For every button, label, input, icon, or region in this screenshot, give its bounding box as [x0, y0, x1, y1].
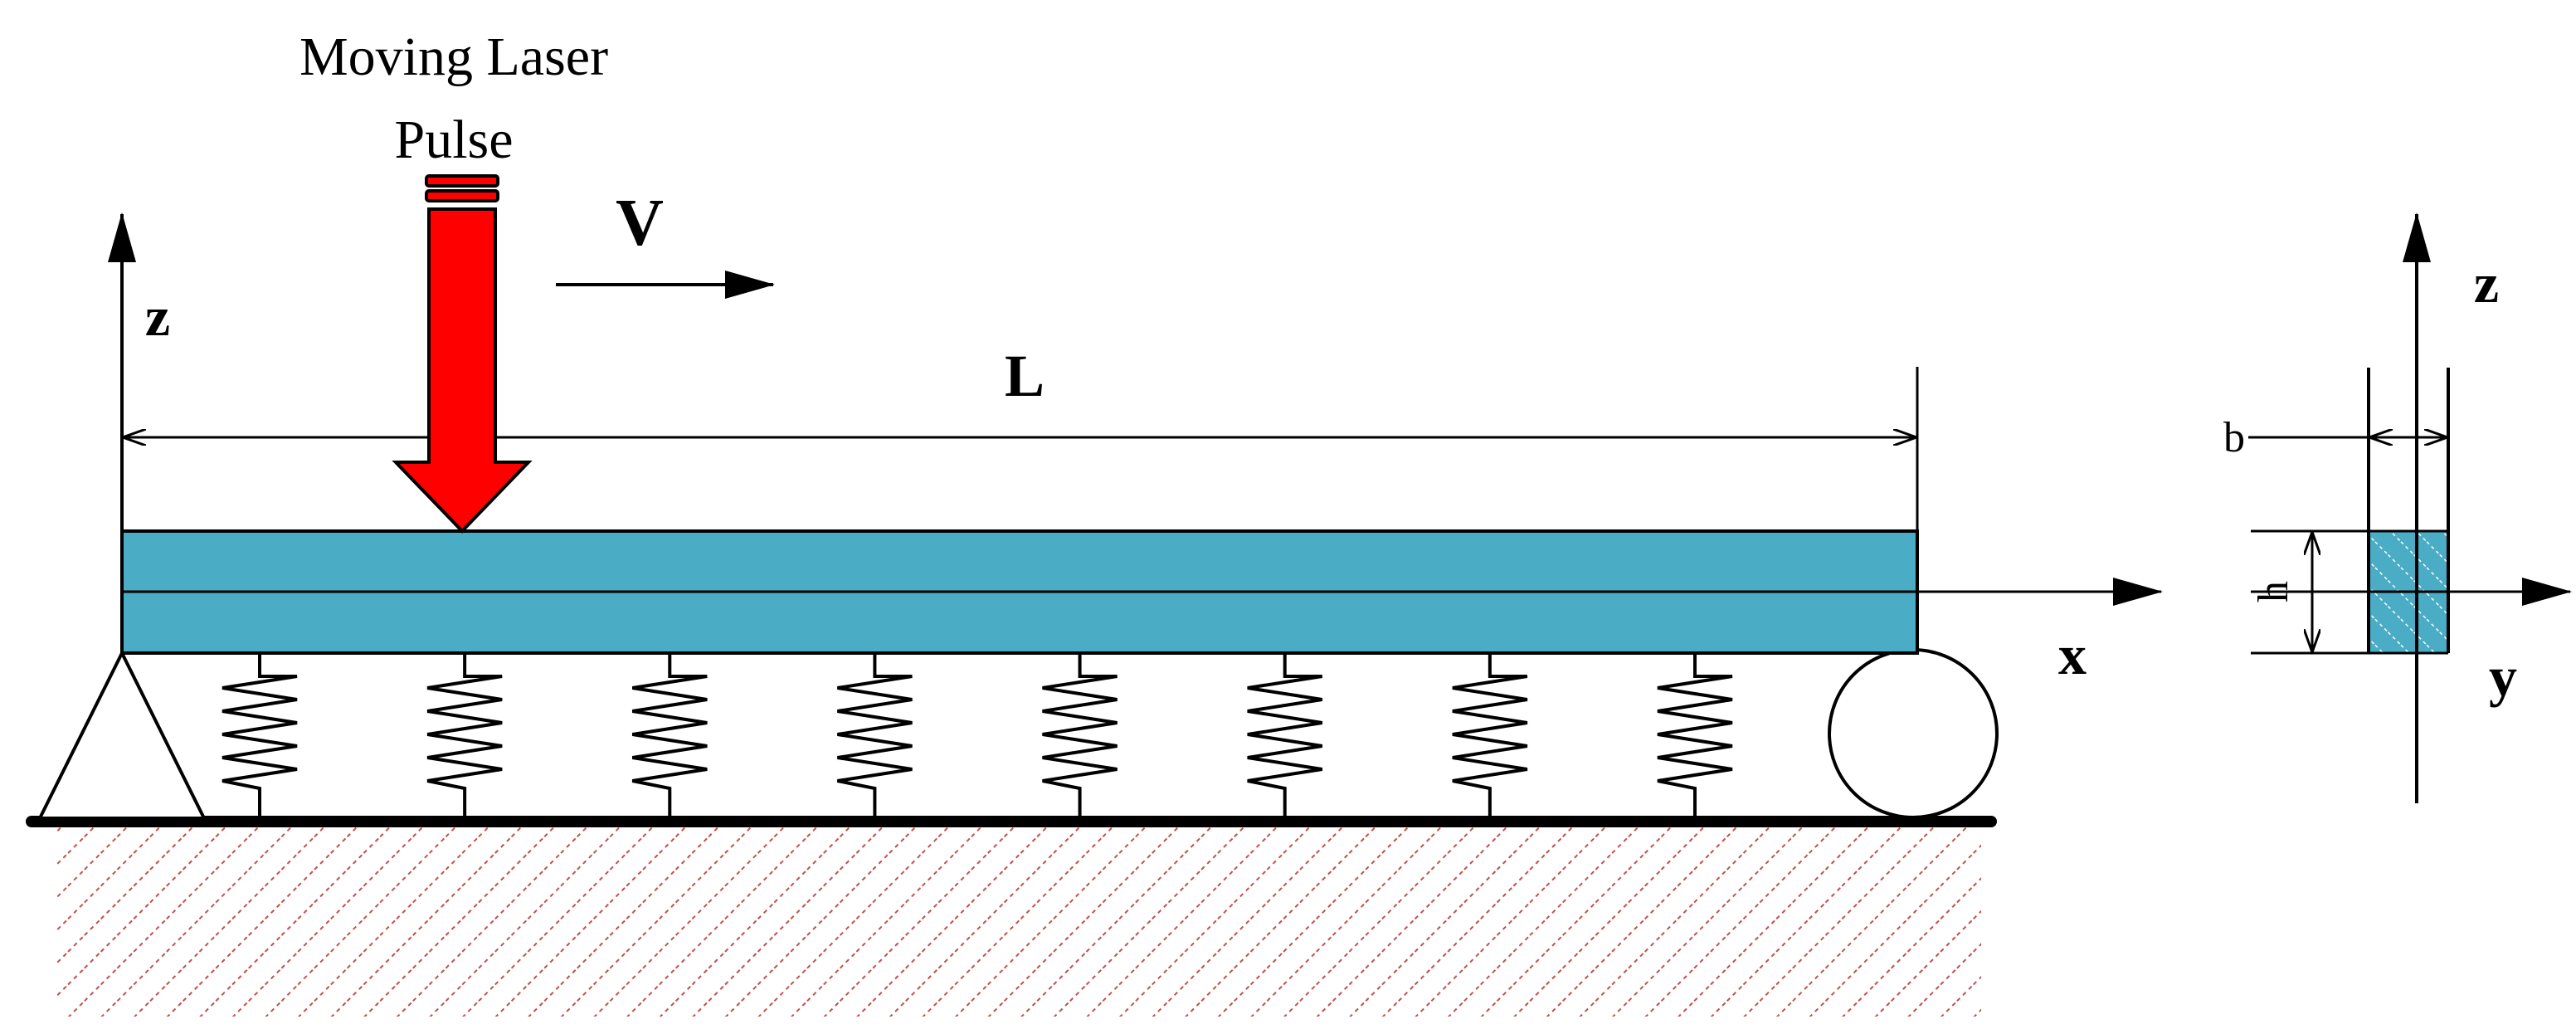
width-label: b — [2223, 414, 2245, 461]
spring — [222, 653, 298, 817]
roller-support — [1828, 648, 1999, 819]
spring — [1452, 653, 1528, 817]
x-axis-label: x — [2058, 623, 2087, 686]
elastic-foundation — [222, 653, 1733, 817]
ground-hatch — [56, 826, 1981, 1017]
laser-pulse — [392, 174, 533, 534]
z-axis-label: z — [145, 285, 170, 348]
spring — [1042, 653, 1118, 817]
height-label: h — [2250, 581, 2297, 602]
laser-cap-top — [425, 174, 499, 188]
laser-cap-middle — [425, 189, 499, 202]
laser-arrow — [392, 207, 533, 534]
cross-section: b h z y — [2223, 212, 2572, 803]
spring — [631, 653, 708, 817]
spring — [837, 653, 913, 817]
pin-support — [37, 649, 207, 820]
cross-section-y-label: y — [2489, 645, 2517, 708]
length-label: L — [1005, 343, 1045, 409]
spring — [1247, 653, 1323, 817]
cross-section-z-label: z — [2474, 251, 2499, 315]
velocity-label: V — [616, 187, 664, 260]
spring — [1657, 653, 1733, 817]
spring — [426, 653, 503, 817]
laser-label-line1: Moving Laser — [299, 27, 608, 87]
laser-label-line2: Pulse — [394, 110, 513, 170]
